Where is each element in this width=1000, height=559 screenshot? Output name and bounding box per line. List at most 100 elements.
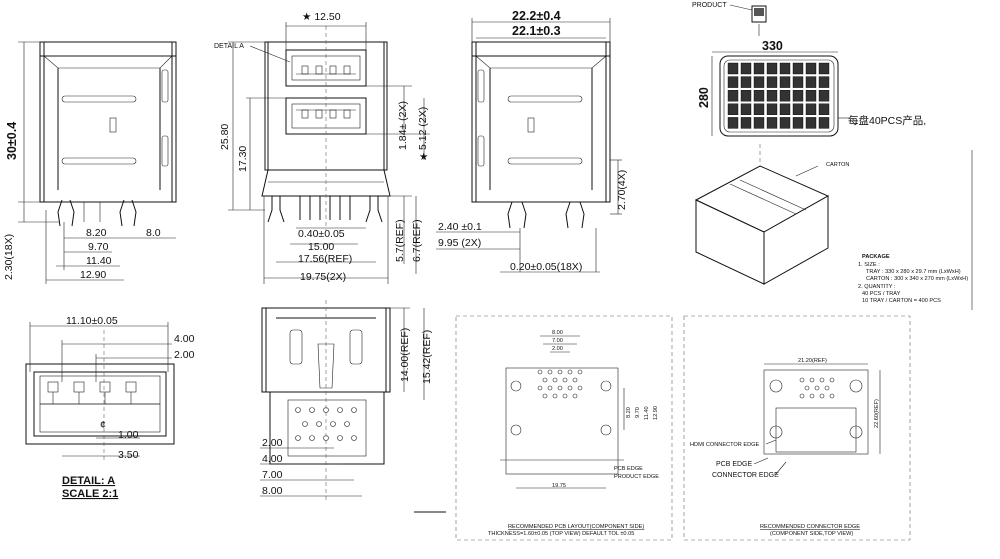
tray-cell — [805, 117, 817, 129]
star-mark: ★ — [419, 151, 429, 163]
dim-bottom-8-00: 8.00 — [262, 485, 283, 497]
tray-cell — [766, 62, 778, 75]
dim-14-00: 14.00(REF) — [399, 328, 411, 382]
tray-cell — [792, 117, 804, 129]
pcb-dim-2-00: 2.00 — [552, 346, 563, 352]
pcb-dim-19-75: 19.75 — [552, 483, 566, 489]
pcb-dim-11-40: 11.40 — [644, 406, 650, 420]
tray-cell — [792, 89, 804, 102]
dim-11-10: 11.10±0.05 — [66, 315, 118, 327]
dim-1-00: 1.00 — [118, 429, 139, 441]
tray-cell — [727, 89, 739, 102]
dim-3-50: 3.50 — [118, 449, 139, 461]
pcb-dim-12-90: 12.90 — [653, 406, 659, 420]
package-carton-size: CARTON : 300 x 340 x 270 mm (LxWxH) — [866, 276, 968, 282]
tray-height: 280 — [697, 87, 711, 108]
dim-8-20: 8.20 — [86, 227, 107, 239]
tray-cell — [753, 117, 765, 129]
dim-1-84: 1.84± (2X) — [397, 101, 409, 150]
connector-edge-title: RECOMMENDED CONNECTOR EDGE — [760, 524, 860, 530]
dim-8-0: 8.0 — [146, 227, 161, 239]
pcb-dim-9-70: 9.70 — [635, 407, 641, 418]
dim-5-7: 5.7(REF) — [394, 219, 406, 262]
dim-19-75: 19.75(2X) — [300, 271, 346, 283]
connector-edge-view: 21.20(REF) 22.60(REF) HDMI CONNECTOR EDG… — [683, 315, 911, 541]
tray-cells — [727, 62, 830, 129]
tray-cell — [753, 103, 765, 116]
conn-dim-22-60: 22.60(REF) — [874, 399, 880, 428]
tray-cell — [766, 117, 778, 129]
tray-cell — [740, 103, 752, 116]
package-size-line: 1. SIZE : — [858, 262, 880, 268]
tray-cell — [779, 62, 791, 75]
pcb-dim-8-00: 8.00 — [552, 330, 563, 336]
pcb-layout-view: 8.00 7.00 2.00 8.20 9.70 11.40 12.90 19.… — [455, 315, 673, 541]
tray-cell — [805, 62, 817, 75]
dim-2-70: 2.70(4X) — [616, 170, 628, 210]
tray-cell — [792, 62, 804, 75]
dim-9-95: 9.95 (2X) — [438, 237, 481, 249]
detail-a-scale: SCALE 2:1 — [62, 488, 118, 500]
tray-cell — [792, 103, 804, 116]
tray-cell — [766, 103, 778, 116]
tray-note: 每盘40PCS产品, — [848, 114, 926, 127]
tray-cell — [727, 117, 739, 129]
tray-cell — [727, 62, 739, 75]
tray-cell — [727, 76, 739, 88]
product-edge-label: PRODUCT EDGE — [614, 474, 659, 480]
hdmi-edge-label: HDMI CONNECTOR EDGE — [690, 442, 759, 448]
dim-2-40: 2.40 ±0.1 — [438, 221, 482, 233]
product-label: PRODUCT — [692, 2, 727, 9]
dim-height-30: 30±0.4 — [5, 122, 19, 160]
tray-cell — [753, 76, 765, 88]
tray-cell — [779, 76, 791, 88]
dim-2-00: 2.00 — [174, 349, 195, 361]
conn-dim-21-20: 21.20(REF) — [798, 358, 827, 364]
dim-5-12: 5.12 (2X) — [417, 107, 429, 150]
dim-15-42: 15.42(REF) — [421, 330, 433, 384]
dim-22-2: 22.2±0.4 — [512, 9, 561, 23]
package-qty-carton: 10 TRAY / CARTON = 400 PCS — [862, 298, 941, 304]
conn-pcb-edge-label: PCB EDGE — [716, 461, 753, 468]
dim-22-1: 22.1±0.3 — [512, 24, 561, 38]
tray — [719, 55, 839, 137]
tray-cell — [805, 89, 817, 102]
dim-bottom-7-00: 7.00 — [262, 469, 283, 481]
connector-edge-subtitle: (COMPONENT SIDE,TOP VIEW) — [770, 531, 853, 537]
tray-cell — [818, 62, 830, 75]
dim-11-40: 11.40 — [86, 255, 112, 267]
pcb-layout-title: RECOMMENDED PCB LAYOUT(COMPONENT SIDE) — [508, 524, 644, 530]
front-view: 30±0.4 2.30(18X) 8.20 8.0 9.70 11.40 12.… — [3, 41, 177, 284]
center-view: ★ 12.50 DETAIL A 25.80 17.30 1.84± (2X) … — [214, 11, 430, 284]
detail-a-callout: DETAIL A — [214, 43, 244, 50]
tray-cell — [818, 89, 830, 102]
tray-cell — [779, 103, 791, 116]
tray-cell — [766, 76, 778, 88]
package-quantity-line: 2. QUANTITY : — [858, 284, 896, 290]
dim-6-7: 6.7(REF) — [411, 219, 423, 262]
tray-width: 330 — [762, 39, 783, 53]
tray-cell — [805, 103, 817, 116]
dim-2-30: 2.30(18X) — [3, 234, 15, 280]
package-title: PACKAGE — [862, 254, 890, 260]
dim-15-00: 15.00 — [308, 241, 334, 253]
tray-cell — [818, 117, 830, 129]
tray-cell — [753, 62, 765, 75]
tray-cell — [740, 89, 752, 102]
tray-cell — [805, 76, 817, 88]
tray-cell — [818, 103, 830, 116]
dim-17-30: 17.30 — [237, 146, 249, 172]
pcb-thickness-note: THICKNESS=1.60±0.05 (TOP VIEW) DEFAULT T… — [488, 531, 634, 537]
dim-4-00: 4.00 — [174, 333, 195, 345]
tray-cell — [740, 117, 752, 129]
bottom-view: 14.00(REF) 15.42(REF) 2.00 4.00 7.00 8.0… — [260, 300, 446, 513]
carton-label: CARTON — [826, 162, 849, 168]
package-qty-tray: 40 PCS / TRAY — [862, 291, 901, 297]
tray-cell — [727, 103, 739, 116]
pcb-dim-7-00: 7.00 — [552, 338, 563, 344]
dim-bottom-4-00: 4.00 — [262, 453, 283, 465]
carton-box — [694, 165, 830, 285]
pcb-dim-8-20: 8.20 — [626, 407, 632, 418]
tray-cell — [779, 89, 791, 102]
